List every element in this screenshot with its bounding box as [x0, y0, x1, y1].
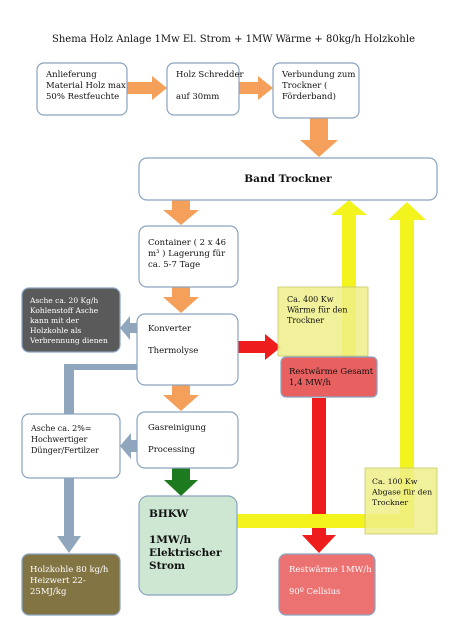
arrow-konverter-to-restwaerme-gesamt [238, 334, 281, 360]
label-line: Ca. 400 Kw [287, 295, 334, 304]
label-line: 50% Restfeuchte [46, 92, 119, 102]
box-holzkohle [21, 553, 121, 616]
label-line: Asche ca. 20 Kg/h [29, 296, 98, 305]
label-line [176, 81, 179, 91]
label-line: Anlieferung [45, 70, 97, 80]
label-line: Material Holz max [46, 81, 126, 91]
arrow-restwaerme-gesamt-to-restwaerme-1mw [302, 398, 336, 553]
arrow-verbundung-to-band-trockner [300, 118, 338, 157]
box-schredder [166, 62, 240, 116]
box-abgase-100 [364, 467, 438, 535]
label-line: 1MW/h [149, 534, 192, 546]
label-line: Verbundung zum [281, 70, 355, 80]
box-verbundung [272, 62, 360, 119]
label-line: Trockner [287, 316, 324, 325]
arrow-container-to-konverter [163, 287, 199, 313]
label-line: auf 30mm [176, 92, 219, 102]
label-line: Restwärme 1MW/h [289, 565, 372, 575]
label-line: Konverter [148, 324, 192, 334]
box-container [138, 225, 239, 288]
label-line: Verbrennung dienen [29, 336, 108, 345]
box-band-trockner [138, 157, 438, 201]
arrow-band-trockner-to-container [163, 200, 199, 225]
box-konverter [136, 313, 239, 386]
label-gasreinigung: Gasreinigung Processing [148, 423, 207, 455]
label-line [148, 434, 151, 444]
label-line: BHKW [149, 508, 189, 520]
box-restwaerme-gesamt [280, 356, 378, 398]
label-konverter: Konverter Thermolyse [148, 324, 198, 356]
label-line: Band Trockner [244, 173, 332, 185]
label-band-trockner: Band Trockner [244, 173, 332, 185]
label-line: Hochwertiger [31, 435, 87, 444]
label-line: Ca. 100 Kw [372, 477, 418, 486]
label-line: 1,4 MW/h [289, 378, 332, 388]
label-line: Trockner ( [282, 80, 327, 91]
label-line: Container ( 2 x 46 [148, 237, 226, 248]
label-line: Abgase für den [371, 488, 432, 497]
box-gasreinigung [136, 411, 239, 469]
arrow-restwaerme-gesamt-to-band-trockner [331, 200, 367, 358]
label-line: Holzkohle als [30, 326, 81, 335]
arrow-konverter-to-gasreinigung [163, 385, 199, 411]
label-line: Holzkohle 80 kg/h [30, 565, 109, 575]
label-line: Elektrischer [149, 547, 222, 559]
arrow-anlieferung-to-schredder [127, 76, 167, 100]
arrow-schredder-to-verbundung [239, 76, 273, 100]
label-line: Kohlenstoff Asche [30, 306, 99, 315]
label-line: Gasreinigung [148, 423, 207, 433]
box-asche-duenger [21, 413, 121, 479]
label-schredder: Holz Schredder auf 30mm [176, 70, 244, 102]
label-line: kann mit der [30, 316, 79, 325]
label-line [289, 576, 292, 586]
label-line: Restwärme Gesamt [289, 367, 374, 377]
box-asche-kohle [21, 287, 121, 353]
arrow-konverter-to-asche-kohle [120, 316, 137, 340]
label-line: ca. 5-7 Tage [148, 260, 200, 270]
label-line: Processing [148, 445, 196, 455]
label-line: Förderband) [282, 91, 336, 102]
label-line: 25MJ/kg [30, 587, 67, 597]
box-restwaerme-1mw [278, 553, 376, 616]
label-line: Holz Schredder [176, 70, 244, 80]
arrow-gasreinigung-to-bhkw [164, 468, 198, 496]
label-line: Heizwert 22- [30, 576, 86, 586]
label-line: m³ ) Lagerung für [148, 248, 226, 259]
arrow-gasreinigung-to-asche-duenger [120, 433, 137, 459]
label-line [148, 335, 151, 345]
label-line: Strom [149, 560, 185, 572]
label-line: Asche ca. 2%= [30, 424, 92, 433]
box-anlieferung [36, 62, 128, 116]
label-line: Dünger/Fertilzer [31, 446, 99, 455]
diagram-title: Shema Holz Anlage 1Mw El. Strom + 1MW Wä… [52, 34, 415, 45]
label-line: Trockner [372, 498, 408, 507]
label-line: Wärme für den [287, 306, 347, 315]
box-bhkw [138, 495, 238, 596]
label-line: 90º Cellsius [289, 587, 340, 597]
label-restwaerme-1mw: Restwärme 1MW/h 90º Cellsius [289, 565, 372, 597]
label-line [149, 521, 153, 533]
label-line: Thermolyse [148, 346, 198, 356]
box-waerme-400 [277, 286, 369, 357]
